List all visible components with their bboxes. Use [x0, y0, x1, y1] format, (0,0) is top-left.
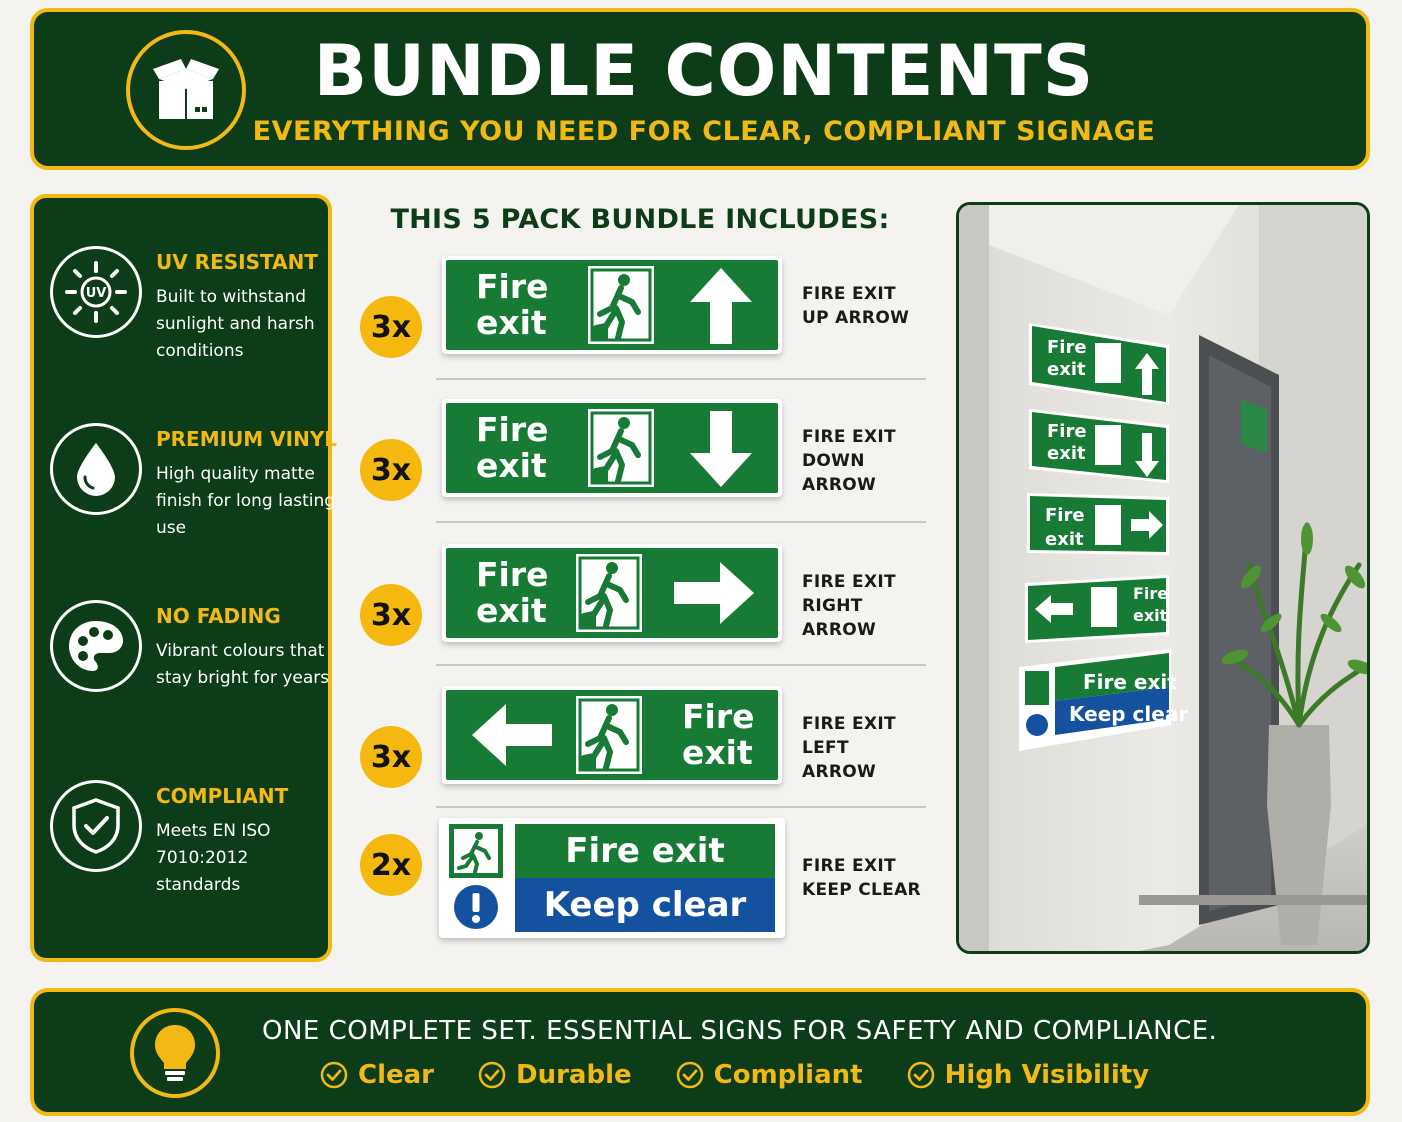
row-label: FIRE EXIT RIGHT ARROW — [802, 572, 896, 640]
sign-text-line: exit — [476, 303, 547, 342]
svg-text:exit: exit — [1047, 359, 1086, 380]
sign-fire-exit-up: Fire exit — [442, 256, 782, 354]
svg-text:exit: exit — [1133, 606, 1168, 625]
sign-fire-exit-right: Fire exit — [442, 544, 782, 642]
sign-fire-exit-left: Fire exit — [442, 686, 782, 784]
feature-desc: Meets EN ISO 7010:2012 standards — [156, 821, 271, 895]
arrow-up-icon — [690, 268, 752, 344]
sign-keep-clear-text: Keep clear — [515, 878, 775, 932]
list-item-fire-exit-left: 3x Fire exit FIRE EXIT LEFT ARROW — [356, 686, 926, 826]
running-man-icon — [576, 554, 642, 632]
svg-text:Fire exit: Fire exit — [1083, 670, 1177, 694]
feature-compliant: COMPLIANT Meets EN ISO 7010:2012 standar… — [50, 780, 340, 950]
quantity-badge: 3x — [360, 439, 422, 501]
svg-text:Fire: Fire — [1047, 337, 1087, 358]
quantity-badge: 2x — [360, 834, 422, 896]
list-item-fire-exit-up: 3x Fire exit FIRE EXIT UP ARROW — [356, 256, 926, 396]
feature-desc: Built to withstand sunlight and harsh co… — [156, 287, 315, 361]
page-subtitle: EVERYTHING YOU NEED FOR CLEAR, COMPLIANT… — [252, 116, 1156, 147]
wall-sign-right: Fire exit — [1027, 493, 1169, 555]
wall-sign-down: Fire exit — [1029, 409, 1169, 483]
svg-text:Fire: Fire — [1133, 584, 1168, 603]
quantity-badge: 3x — [360, 726, 422, 788]
check-item: Compliant — [676, 1060, 863, 1090]
quantity-badge: 3x — [360, 584, 422, 646]
divider — [436, 664, 926, 666]
sign-fire-exit-text: Fire exit — [515, 824, 775, 878]
svg-text:Fire: Fire — [1045, 505, 1085, 526]
sign-fire-exit-keep-clear: Fire exit Keep clear — [439, 818, 785, 938]
footer-text: ONE COMPLETE SET. ESSENTIAL SIGNS FOR SA… — [262, 1016, 1218, 1046]
sign-text-line: Fire — [476, 267, 549, 306]
arrow-right-icon — [674, 562, 754, 624]
check-item: Clear — [320, 1060, 434, 1090]
feature-title: PREMIUM VINYL — [156, 427, 338, 451]
feature-desc: Vibrant colours that stay bright for yea… — [156, 641, 330, 688]
feature-no-fading: NO FADING Vibrant colours that stay brig… — [50, 600, 340, 770]
row-label: FIRE EXIT KEEP CLEAR — [802, 856, 921, 900]
check-circle-icon — [478, 1061, 506, 1089]
quantity-badge: 3x — [360, 296, 422, 358]
droplet-icon — [50, 423, 142, 515]
header-banner: BUNDLE CONTENTS EVERYTHING YOU NEED FOR … — [30, 8, 1370, 170]
check-item: High Visibility — [907, 1060, 1149, 1090]
sign-text-line: exit — [682, 733, 753, 772]
list-item-fire-exit-right: 3x Fire exit FIRE EXIT RIGHT ARROW — [356, 544, 926, 684]
feature-desc: High quality matte finish for long lasti… — [156, 464, 336, 538]
arrow-left-icon — [472, 704, 552, 766]
svg-text:exit: exit — [1047, 443, 1086, 464]
sign-text-line: Fire — [476, 410, 549, 449]
corridor-photo: Fire exit Fire exit Fire exit Fire — [956, 202, 1370, 954]
svg-text:exit: exit — [1045, 529, 1084, 550]
divider — [436, 806, 926, 808]
row-label: FIRE EXIT DOWN ARROW — [802, 427, 896, 495]
check-circle-icon — [907, 1061, 934, 1089]
sign-text-line: Fire — [682, 697, 755, 736]
running-man-icon — [588, 409, 654, 487]
box-icon — [126, 30, 246, 150]
running-man-icon — [588, 266, 654, 344]
feature-title: UV RESISTANT — [156, 250, 318, 274]
list-item-fire-exit-down: 3x Fire exit FIRE EXIT DOWN ARROW — [356, 399, 926, 539]
divider — [436, 378, 926, 380]
feature-uv-resistant: UV UV RESISTANT Built to withstand sunli… — [50, 246, 340, 416]
palette-icon — [50, 600, 142, 692]
row-label: FIRE EXIT LEFT ARROW — [802, 714, 896, 782]
list-item-fire-exit-keep-clear: 2x Fire exit Keep clear FIRE EXIT KEEP C… — [356, 818, 926, 958]
running-man-icon — [576, 696, 642, 774]
wall-sign-up: Fire exit — [1029, 323, 1169, 405]
feature-premium-vinyl: PREMIUM VINYL High quality matte finish … — [50, 423, 340, 593]
svg-text:Keep clear: Keep clear — [1069, 702, 1188, 726]
sign-text-line: exit — [476, 446, 547, 485]
divider — [436, 521, 926, 523]
svg-text:UV: UV — [86, 286, 107, 301]
feature-title: COMPLIANT — [156, 784, 289, 808]
check-circle-icon — [320, 1061, 348, 1089]
check-item: Durable — [478, 1060, 632, 1090]
wall-sign-left: Fire exit — [1025, 575, 1169, 643]
exclamation-icon — [454, 885, 498, 929]
uv-sun-icon: UV — [50, 246, 142, 338]
svg-text:Fire: Fire — [1047, 421, 1087, 442]
lightbulb-icon — [130, 1008, 220, 1098]
features-panel: UV UV RESISTANT Built to withstand sunli… — [30, 194, 337, 962]
row-label: FIRE EXIT UP ARROW — [802, 284, 910, 328]
running-man-icon — [449, 824, 503, 878]
check-circle-icon — [676, 1061, 703, 1089]
sign-fire-exit-down: Fire exit — [442, 399, 782, 497]
shield-check-icon — [50, 780, 142, 872]
sign-text-line: exit — [476, 591, 547, 630]
feature-title: NO FADING — [156, 604, 281, 628]
page-title: BUNDLE CONTENTS — [313, 30, 1095, 112]
footer-banner: ONE COMPLETE SET. ESSENTIAL SIGNS FOR SA… — [30, 988, 1370, 1116]
includes-title: THIS 5 PACK BUNDLE INCLUDES: — [390, 204, 890, 235]
wall-sign-keep-clear: Fire exit Keep clear — [1019, 649, 1188, 751]
arrow-down-icon — [690, 411, 752, 487]
sign-text-line: Fire — [476, 555, 549, 594]
footer-checks: Clear Durable Compliant High Visibility — [320, 1060, 1149, 1090]
